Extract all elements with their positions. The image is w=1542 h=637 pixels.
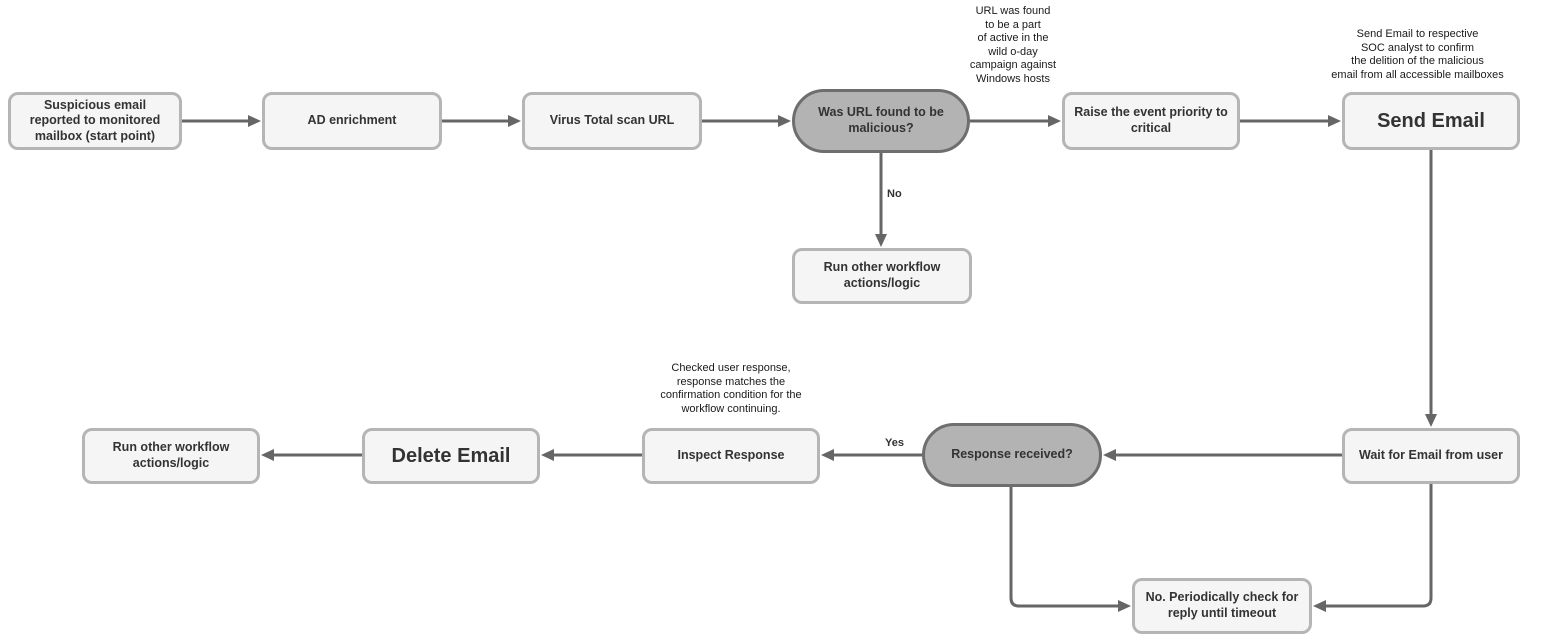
edge-label-no: No	[885, 188, 904, 200]
node-run-other-workflow-top: Run other workflow actions/logic	[792, 248, 972, 304]
node-send-email: Send Email	[1342, 92, 1520, 150]
node-delete-email: Delete Email	[362, 428, 540, 484]
node-raise-priority: Raise the event priority to critical	[1062, 92, 1240, 150]
decision-url-malicious: Was URL found to be malicious?	[792, 89, 970, 153]
node-run-other-workflow-bottom: Run other workflow actions/logic	[82, 428, 260, 484]
decision-response-received: Response received?	[922, 423, 1102, 487]
node-ad-enrichment: AD enrichment	[262, 92, 442, 150]
node-virustotal-scan: Virus Total scan URL	[522, 92, 702, 150]
node-periodic-check: No. Periodically check for reply until t…	[1132, 578, 1312, 634]
edge-response-to-periodic	[1009, 487, 1131, 612]
node-start: Suspicious email reported to monitored m…	[8, 92, 182, 150]
annotation-send-email-note: Send Email to respective SOC analyst to …	[1331, 28, 1504, 81]
annotation-campaign-note: URL was found to be a part of active in …	[969, 5, 1057, 85]
annotation-inspect-note: Checked user response, response matches …	[660, 362, 802, 415]
edge-label-yes: Yes	[883, 437, 906, 449]
node-wait-for-email: Wait for Email from user	[1342, 428, 1520, 484]
edge-wait-to-periodic	[1313, 484, 1433, 612]
node-inspect-response: Inspect Response	[642, 428, 820, 484]
